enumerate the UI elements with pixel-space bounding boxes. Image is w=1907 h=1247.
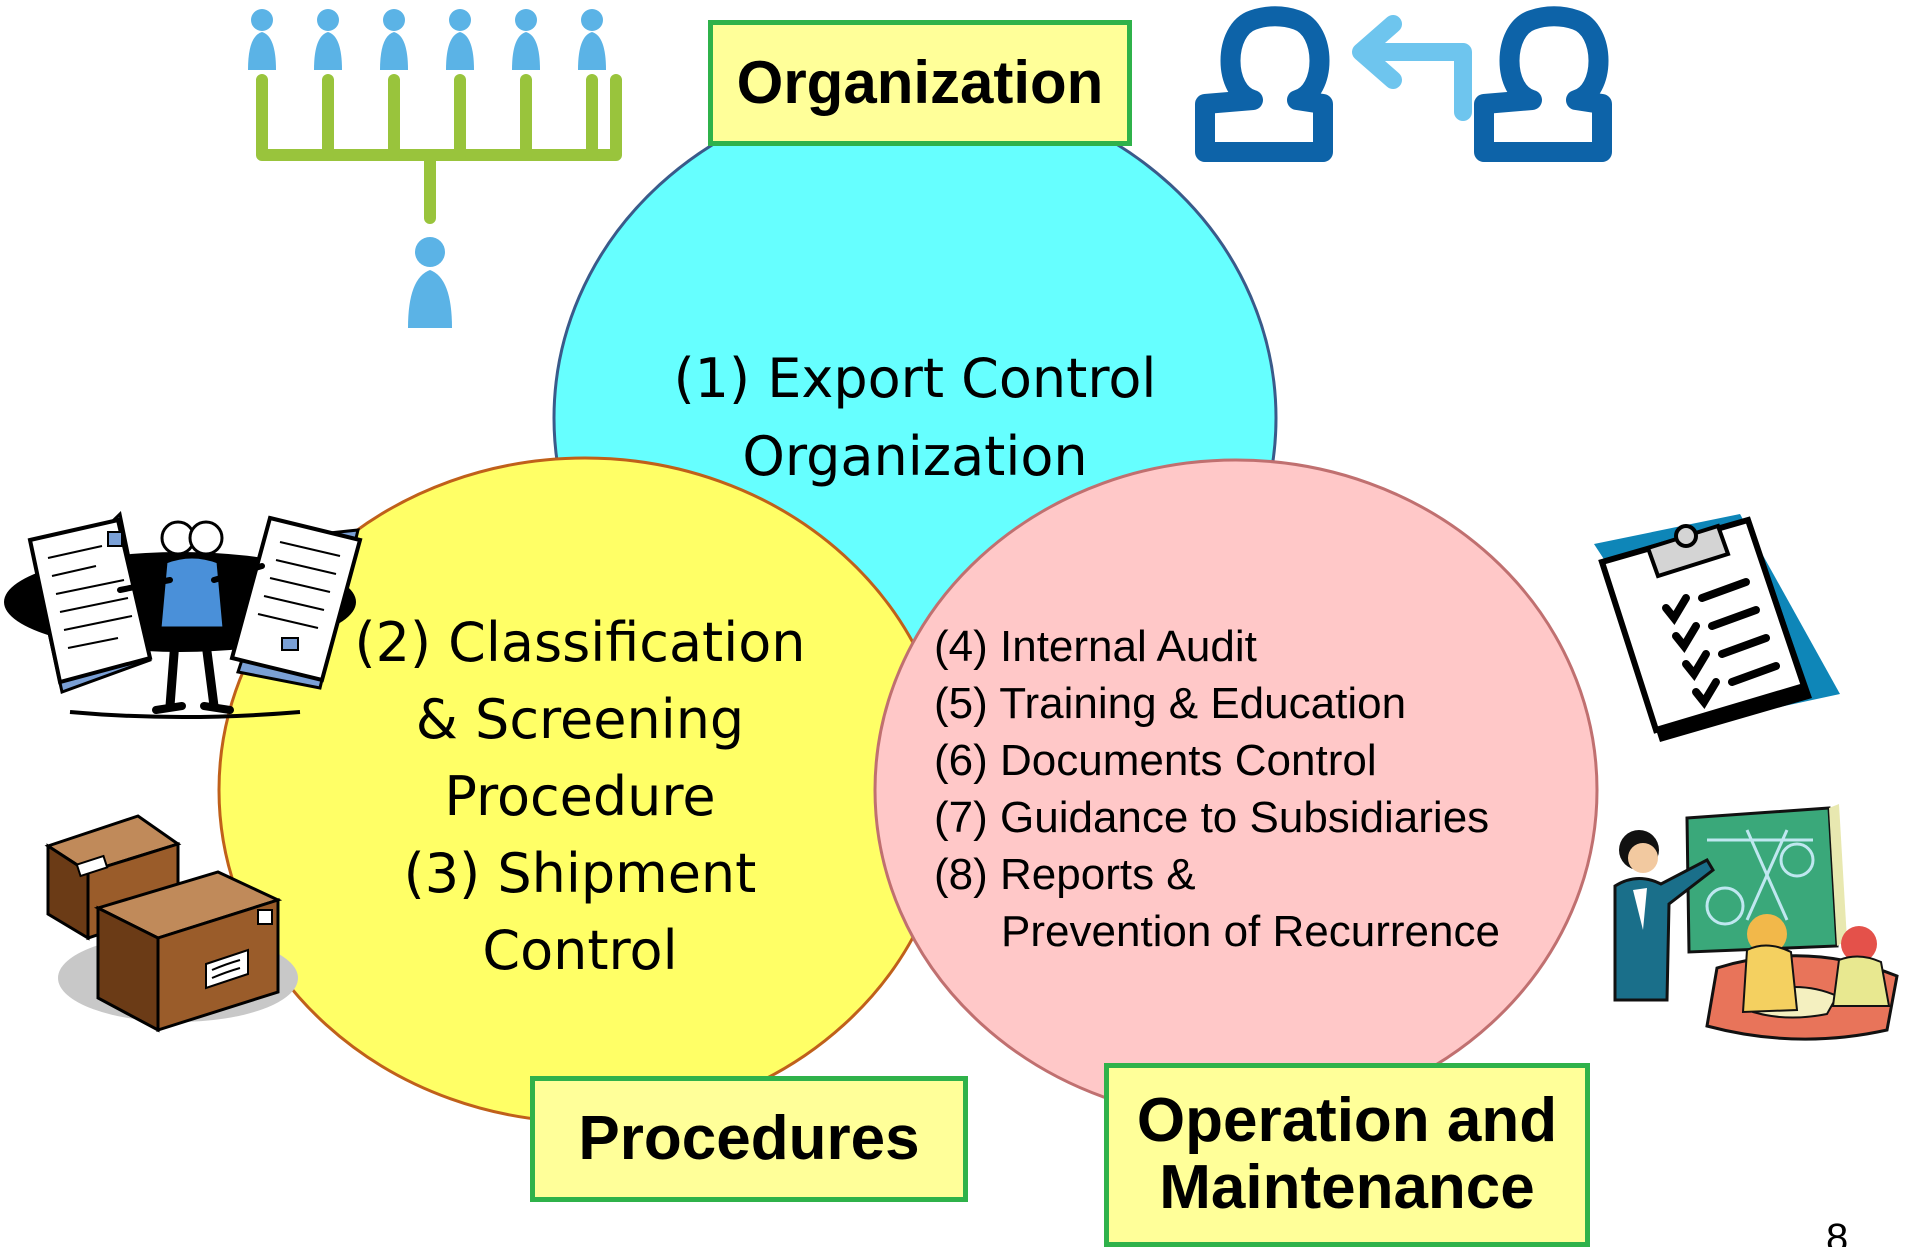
procedures-label: Procedures: [578, 1103, 920, 1173]
shipping-boxes-clipart-icon: [44, 814, 298, 1033]
page-number: 8: [1826, 1216, 1849, 1247]
operation-item-reports: (8) Reports &: [934, 850, 1196, 899]
procedures-text-line4: (3) Shipment: [403, 842, 757, 905]
org-hierarchy-icon: [248, 9, 622, 328]
procedures-text-line2: & Screening: [415, 688, 745, 751]
operation-item-list: (4) Internal Audit (5) Training & Educat…: [934, 618, 1500, 960]
organization-text-line1: (1) Export Control: [673, 347, 1157, 410]
clipboard-checklist-icon: [1594, 514, 1840, 742]
procedures-text-line1: (2) Classification: [354, 611, 806, 674]
operation-label-line1: Operation and: [1136, 1086, 1558, 1156]
training-presentation-clipart-icon: [1613, 804, 1899, 1041]
operation-item-prevention: Prevention of Recurrence: [1001, 907, 1500, 956]
document-review-clipart-icon: [4, 511, 363, 719]
procedures-text-line3: Procedure: [444, 765, 716, 828]
operation-label-box: Operation and Maintenance: [1104, 1063, 1590, 1247]
organization-label-box: Organization: [708, 20, 1132, 146]
user-transfer-icon: [1195, 6, 1612, 162]
operation-item-training: (5) Training & Education: [934, 679, 1407, 728]
procedures-label-box: Procedures: [530, 1076, 968, 1202]
procedures-text-line5: Control: [482, 919, 678, 982]
organization-circle-text: (1) Export Control Organization: [615, 340, 1215, 496]
organization-text-line2: Organization: [742, 425, 1088, 488]
organization-label: Organization: [736, 48, 1104, 116]
operation-item-documents-control: (6) Documents Control: [934, 736, 1377, 785]
operation-item-guidance: (7) Guidance to Subsidiaries: [934, 793, 1490, 842]
operation-item-internal-audit: (4) Internal Audit: [934, 622, 1257, 671]
operation-label-line2: Maintenance: [1159, 1153, 1535, 1222]
procedures-circle-text: (2) Classification & Screening Procedure…: [330, 604, 830, 989]
